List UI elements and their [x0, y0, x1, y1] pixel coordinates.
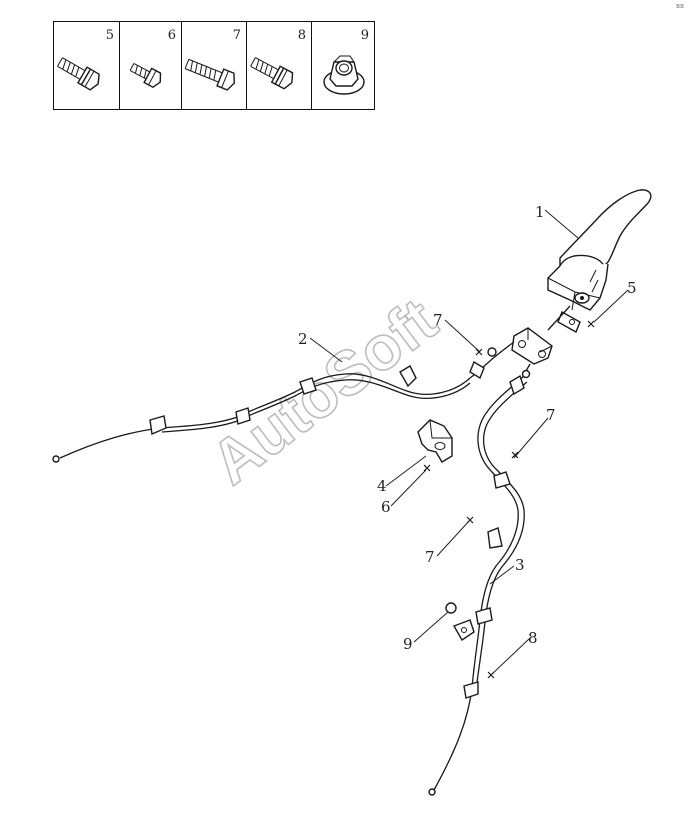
fastener-number: 8 — [297, 28, 306, 43]
fastener-number: 6 — [167, 28, 176, 43]
fastener-box-7: 7 — [181, 21, 247, 110]
flange-nut-icon — [323, 55, 365, 95]
fastener-box-8: 8 — [246, 21, 312, 110]
fastener-number: 5 — [105, 28, 114, 43]
callout-6: 6 — [381, 498, 391, 516]
corner-mark: вв — [676, 2, 684, 10]
long-bolt-icon — [184, 58, 235, 91]
callout-2: 2 — [298, 330, 308, 348]
flange-bolt-icon — [250, 57, 294, 90]
callout-8: 8 — [528, 629, 538, 647]
callout-9: 9 — [403, 635, 413, 653]
fastener-box-9: 9 — [311, 21, 375, 110]
callout-7-top: 7 — [433, 311, 443, 329]
callout-7-right: 7 — [546, 406, 556, 424]
parking-brake-lever — [547, 189, 652, 333]
callout-4: 4 — [377, 477, 387, 495]
short-bolt-icon — [129, 63, 162, 89]
flange-bolt-icon — [57, 57, 100, 91]
nut-and-clip — [445, 602, 475, 641]
fastener-marks — [423, 320, 595, 679]
callout-5: 5 — [627, 279, 637, 297]
callout-7-lower: 7 — [425, 548, 435, 566]
leader-lines — [309, 209, 629, 677]
fastener-box-5: 5 — [53, 21, 120, 110]
rear-cable-right — [428, 363, 531, 796]
cable-bracket — [417, 419, 453, 463]
callout-3: 3 — [515, 556, 525, 574]
fastener-number: 7 — [232, 28, 241, 43]
rear-cable-left — [52, 341, 515, 463]
callout-numbers: 1 2 3 4 5 6 7 7 7 8 9 — [298, 203, 637, 653]
equalizer — [511, 327, 553, 365]
fastener-number: 9 — [360, 28, 369, 43]
callout-1: 1 — [535, 203, 545, 221]
